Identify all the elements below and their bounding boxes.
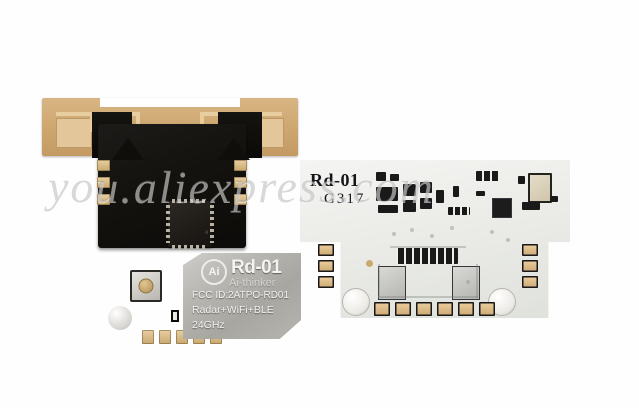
back-pad-right-2 <box>522 260 538 272</box>
shield-vendor-label: Ai-thinker <box>229 277 276 289</box>
back-silkscreen-code: G317 <box>324 191 366 207</box>
smd-u5 <box>403 200 416 212</box>
smd-xtal-cap-left <box>518 176 525 184</box>
front-view-module: ᵃ Ai Rd-01 Ai-thinker FCC ID:2ATPO-RD <box>42 98 301 344</box>
ipex-center-pin <box>138 278 154 294</box>
smd-u7 <box>420 198 432 209</box>
routing-outline-left <box>378 264 380 298</box>
pad-right-2 <box>234 177 247 188</box>
shield-brand-label: Rd-01 <box>231 257 282 278</box>
via-dot-3 <box>430 234 434 238</box>
back-pad-left-3 <box>318 276 334 288</box>
ipex-connector <box>130 270 162 302</box>
pad-bottom-2 <box>159 330 171 344</box>
ai-thinker-logo-icon: Ai <box>201 259 227 285</box>
shield-fcc-label: FCC ID:2ATPO-RD01 <box>192 290 290 301</box>
smd-u10 <box>453 186 459 197</box>
pad-bottom-1 <box>142 330 154 344</box>
via-dot-2 <box>410 228 414 232</box>
testpoint-strip-top <box>476 171 500 181</box>
qfn-radar-ic: ᵃ <box>166 199 214 249</box>
back-pad-bottom-4 <box>437 302 453 316</box>
smd-u1 <box>376 172 386 181</box>
smd-u11 <box>476 191 485 196</box>
back-pad-bottom-2 <box>395 302 411 316</box>
smd-u8 <box>436 190 444 203</box>
qfn-pin-row-right <box>210 205 214 243</box>
smd-component-front <box>171 310 179 322</box>
antenna-feed-left <box>136 112 140 128</box>
pcb-chevron-right <box>218 138 250 160</box>
mounting-hole-back-left <box>342 288 370 316</box>
pad-left-2 <box>97 177 110 188</box>
back-pad-bottom-1 <box>374 302 390 316</box>
via-dot-4 <box>450 226 454 230</box>
qfn-pin-row-top <box>172 199 208 203</box>
smd-xtal-pad-right <box>550 196 558 202</box>
via-dot-8 <box>466 280 470 284</box>
qfn-pin-row-left <box>166 205 170 243</box>
via-dot-6 <box>490 230 494 234</box>
back-pad-left-2 <box>318 260 334 272</box>
crystal-oscillator <box>528 173 552 203</box>
back-silkscreen-brand: Rd-01 <box>310 170 360 190</box>
back-pad-right-3 <box>522 276 538 288</box>
routing-outline-right <box>476 264 478 298</box>
pad-left-1 <box>97 160 110 171</box>
rf-shield-can: Ai Rd-01 Ai-thinker FCC ID:2ATPO-RD01 Ra… <box>183 253 301 339</box>
smd-shielded-part <box>492 198 512 218</box>
via-dot-5 <box>392 232 396 236</box>
back-pad-bottom-3 <box>416 302 432 316</box>
pad-left-3 <box>97 194 110 205</box>
pad-right-1 <box>234 160 247 171</box>
back-pad-bottom-5 <box>458 302 474 316</box>
back-pad-right-1 <box>522 244 538 256</box>
back-view-module: Rd-01 G317 <box>300 160 570 318</box>
smd-pad-block-left <box>378 266 406 300</box>
fpc-top-notch <box>100 98 240 107</box>
testpoint-strip-mid <box>448 207 470 215</box>
antenna-feed-right <box>200 112 204 128</box>
via-dot-1 <box>366 260 373 267</box>
smd-xtal-pad-bottom <box>522 202 540 210</box>
connector-outline <box>390 246 466 248</box>
via-dot-7 <box>506 238 510 242</box>
smd-u2 <box>390 174 399 181</box>
smd-u9 <box>378 205 398 213</box>
connector-footprint <box>396 248 458 264</box>
pcb-chevron-left <box>112 138 144 160</box>
qfn-marking: ᵃ <box>205 228 208 239</box>
smd-u3 <box>376 187 398 201</box>
shield-feature-label: Radar+WiFi+BLE <box>192 304 274 316</box>
routing-outline-bottom <box>378 296 478 298</box>
smd-u6 <box>420 182 432 193</box>
pad-right-3 <box>234 194 247 205</box>
back-pad-bottom-6 <box>479 302 495 316</box>
shield-frequency-label: 24GHz <box>192 319 225 331</box>
antenna-pad-left <box>56 118 92 148</box>
mounting-hole-front-left <box>108 306 132 330</box>
qfn-pin-row-bottom <box>172 245 208 249</box>
back-pad-left-1 <box>318 244 334 256</box>
smd-u4 <box>403 184 416 196</box>
